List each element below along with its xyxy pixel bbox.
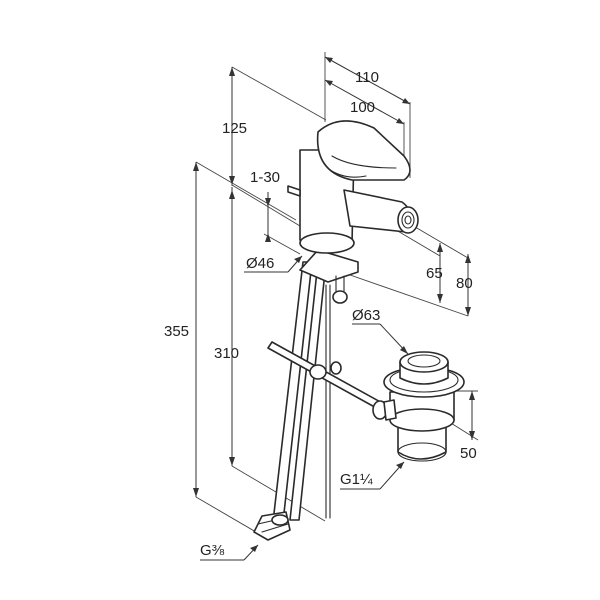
mixer-base-ring [299, 232, 355, 254]
supply-hoses [253, 261, 331, 541]
arrow-g114 [396, 462, 404, 469]
label-height-body: 310 [214, 345, 239, 362]
ext-line-355-bottom [195, 496, 257, 533]
arrow-100-left [325, 80, 333, 86]
ext-line-lever-top [231, 184, 301, 227]
label-height-total: 355 [164, 323, 189, 340]
pop-up-knob [287, 185, 301, 197]
ext-line-125-top [231, 66, 327, 121]
waste-body-ring [389, 408, 455, 432]
fixing-nut [332, 290, 348, 304]
lever-highlight-line [331, 155, 397, 169]
arrow-355-top [193, 162, 199, 171]
lever-underside-line [329, 169, 367, 178]
ext-line-lever-bottom [263, 233, 301, 255]
mounting-fixing [299, 249, 359, 304]
arrow-110-left [325, 57, 333, 63]
arrow-80-bottom [465, 307, 471, 316]
waste-tail-bottom [397, 442, 447, 462]
spout-aerator-core [404, 215, 412, 225]
ext-line-80-top [409, 223, 469, 259]
label-width-spout: 100 [350, 99, 375, 116]
label-hose-thread: G⅜ [200, 542, 225, 559]
mixer-body [287, 120, 419, 254]
arrow-100-right [396, 118, 404, 124]
waste-plug-highlight [407, 354, 441, 368]
arrow-50-bottom [469, 431, 475, 440]
arrow-125-top [229, 67, 235, 76]
arrow-50-top [469, 391, 475, 400]
dim-line-110 [324, 56, 411, 105]
arrow-g38 [250, 545, 258, 552]
mixer-lever [316, 120, 411, 181]
dimension-lines [193, 52, 479, 561]
label-spout-height: 80 [456, 275, 473, 292]
linkage-clamp-screw [330, 361, 342, 375]
pop-up-waste [383, 351, 465, 462]
ext-line-65-top [395, 229, 441, 257]
spout-aerator-inner [401, 211, 415, 229]
arrow-355-bottom [193, 488, 199, 497]
arrow-110-right [402, 98, 410, 104]
arrow-65-top [437, 243, 443, 252]
linkage-clamp [309, 364, 327, 380]
arrow-d46 [294, 256, 302, 263]
spout-aerator-outer [397, 206, 419, 234]
label-waste-thread: G1¼ [340, 471, 373, 488]
label-base-diameter: Ø46 [246, 255, 274, 272]
ext-line-65-80-bottom [329, 267, 469, 317]
linkage-rod [267, 341, 388, 420]
arrow-125-bottom [229, 176, 235, 185]
dimension-labels: 110 100 125 1-30 Ø46 355 310 65 80 Ø63 5… [164, 69, 477, 559]
label-waste-depth: 50 [460, 445, 477, 462]
label-outlet-height: 65 [426, 265, 443, 282]
waste-pivot-boss [383, 399, 397, 421]
label-width-overall: 110 [355, 69, 379, 86]
dim-line-100 [324, 79, 405, 125]
fixing-plate [299, 249, 359, 283]
arrow-d63 [400, 346, 408, 354]
arrow-310-top [229, 190, 235, 199]
label-waste-diameter: Ø63 [352, 307, 380, 324]
label-lever-travel: 1-30 [250, 169, 280, 186]
arrow-lever-top [265, 198, 271, 207]
hose-fitting-nut [271, 514, 289, 526]
arrow-310-bottom [229, 457, 235, 466]
arrow-65-bottom [437, 294, 443, 303]
ext-line-355-top [195, 161, 297, 221]
arrow-lever-bottom [265, 233, 271, 242]
arrow-80-top [465, 254, 471, 263]
label-height-top: 125 [222, 120, 247, 137]
